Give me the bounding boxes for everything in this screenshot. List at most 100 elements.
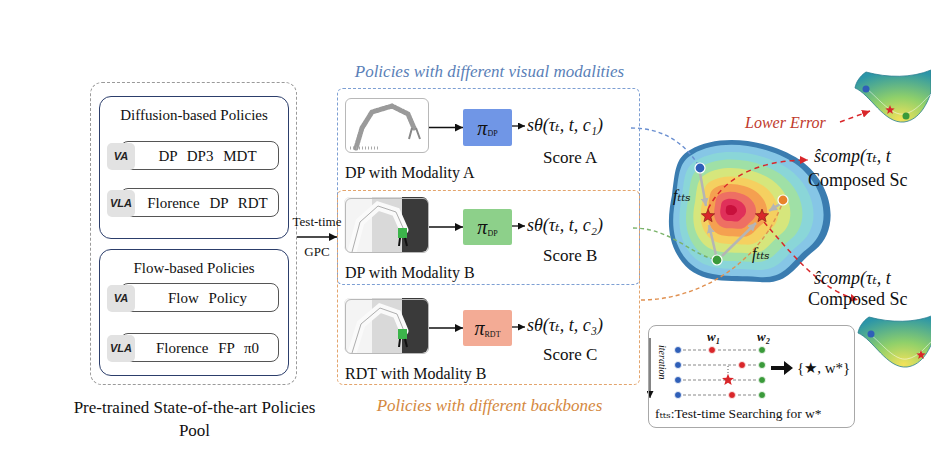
policy-subscript: DP [487,129,497,139]
type-badge: VLA [107,335,135,362]
observation-image: DP with Modality A [345,98,429,153]
search-iterations [771,361,793,375]
search-iterations [650,338,793,399]
score-arrow [511,125,525,126]
connector-arrow [429,327,463,328]
robot-image [344,298,428,353]
pool-caption: Pre-trained State-of-the-art Policies Po… [71,396,318,442]
search-iterations [675,347,766,399]
search-step-arrow [722,223,756,256]
robot-image [344,197,428,252]
search-iterations [675,347,682,354]
search-iterations [678,380,762,381]
score-link [631,128,782,300]
point-cloud-image [409,128,420,139]
policy-point [712,255,722,265]
search-step-arrow [700,173,706,206]
loss-surface [858,315,931,367]
loss-surface [869,333,931,359]
policy-caption: DP with Modality B [345,263,475,282]
composed-point [701,209,714,222]
policy-names: DP DP3 MDT [137,142,278,169]
composed-score-name: Composed Sc [808,170,908,192]
robot-image [398,228,407,238]
search-iterations [675,362,682,369]
policy-network: πDP [463,209,512,245]
robot-image [352,308,404,353]
family-title: Flow-based Policies [100,259,288,277]
group-title: Policies with different visual modalitie… [308,62,671,82]
tts-function: fₜₜₛ [752,244,770,263]
observation-image: RDT with Modality B [345,299,429,354]
composition-arrow [708,160,808,209]
policy-row: Florence FP π0VLA [120,333,279,362]
policy-network: πRDT [463,310,512,346]
search-iterations [759,347,766,354]
type-badge: VLA [107,190,135,217]
policy-subscript: RDT [485,330,501,340]
tts-function: fₜₜₛ [673,186,691,205]
point-cloud-image [356,106,414,148]
search-result: {★, w*} [797,359,850,377]
composition-arrow [764,222,858,300]
score-link [631,128,699,166]
error-landscape [714,192,756,229]
point-cloud-image [344,97,428,152]
composition-arrow [840,111,870,122]
connector-arrow [297,236,337,237]
search-iterations [759,377,766,384]
badge-label: VLA [107,190,135,217]
type-badge: VA [107,285,135,312]
error-landscape [720,199,746,222]
search-iterations [739,362,746,369]
search-iterations [675,392,682,399]
search-iterations [678,365,762,366]
score-function: sθ(τₜ, t, c₃) [527,315,603,337]
loss-surface [858,315,931,367]
score-name: Score A [543,148,597,168]
robot-image [399,339,407,347]
error-landscape [669,140,831,282]
group-title: Policies with different backbones [308,396,671,416]
loss-surface [885,105,894,114]
family-title: Diffusion-based Policies [100,106,288,124]
composed-point [755,209,768,222]
policy-network: πDP [463,109,512,146]
score-function: sθ(τₜ, t, c₂) [527,215,603,237]
error-landscape [673,145,823,277]
score-function: sθ(τₜ, t, c₁) [527,115,603,137]
error-landscape [693,168,790,253]
search-iterations [649,338,650,398]
policy-symbol: π [477,215,487,239]
policy-row: DP DP3 MDTVA [120,141,279,170]
score-name: Score C [543,345,597,365]
search-iterations [759,362,766,369]
error-note: Lower Error [745,113,826,132]
policy-names: Flow Policy [137,284,278,311]
axis-label: iteration [656,345,668,379]
policy-names: Florence FP π0 [137,334,278,361]
policy-caption: DP with Modality A [345,163,475,182]
badge-label: VA [107,143,135,170]
point-cloud-image [350,147,380,150]
score-arrow [511,326,525,327]
score-arrow [511,126,525,327]
loss-surface [863,86,870,93]
robot-image [344,298,428,353]
robot-image [399,238,407,246]
search-iterations [675,377,682,384]
loss-surface [868,331,875,338]
weight-name: w₁ [707,329,720,345]
error-landscape [726,205,737,215]
weight-name: w₂ [757,329,770,345]
point-cloud-image [344,97,428,152]
robot-image [352,206,404,252]
policy-subscript: DP [487,229,497,239]
policy-symbol: π [474,316,484,340]
search-step-arrow [700,173,780,256]
search-iterations [728,366,729,374]
type-badge: VA [107,143,135,170]
loss-surface [866,88,931,114]
search-step-arrow [709,225,716,255]
score-link [633,228,714,259]
